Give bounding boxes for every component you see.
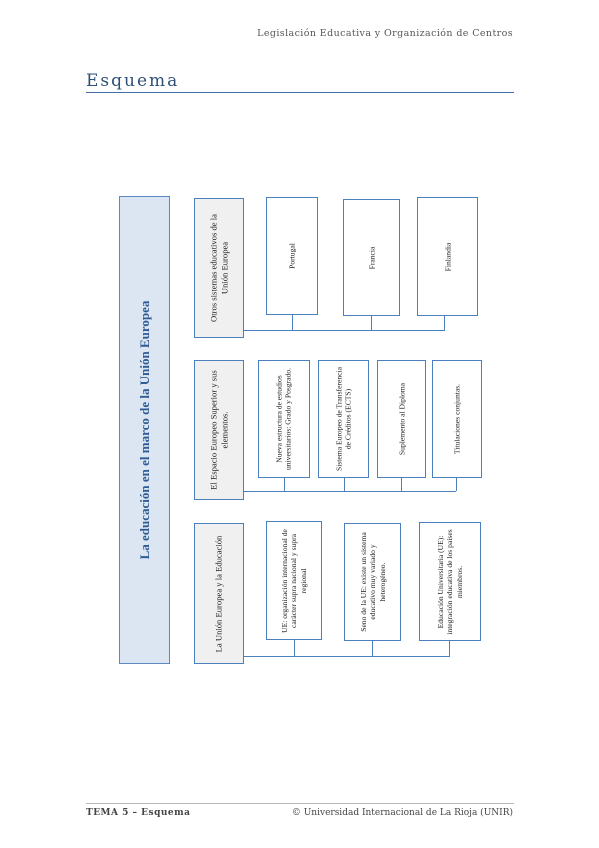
- connector-line: [292, 315, 294, 330]
- title-rule: [86, 92, 514, 93]
- item-portugal: Portugal: [266, 197, 318, 315]
- footer-rule: [86, 803, 514, 804]
- running-header: Legislación Educativa y Organización de …: [257, 28, 513, 39]
- item-text: Francia: [366, 246, 376, 269]
- connector-line: [244, 330, 445, 332]
- item-text: Educación Universitaria (UE): integració…: [435, 528, 464, 635]
- item-nueva-estructura: Nueva estructura de estudios universitar…: [258, 360, 310, 478]
- item-text: Titulaciones conjuntas.: [452, 383, 462, 455]
- connector-line: [294, 640, 296, 656]
- item-text: Sistema Europeo de Transferencia de Créd…: [334, 367, 353, 471]
- connector-line: [344, 478, 346, 491]
- connector-line: [456, 478, 458, 491]
- item-text: Suplemento al Diploma: [396, 382, 406, 456]
- connector-line: [401, 478, 403, 491]
- item-seno-ue: Seno de la UE: existe un sistema educati…: [344, 523, 401, 641]
- connector-line: [444, 316, 446, 330]
- item-text: UE: organización internacional de caráct…: [279, 528, 308, 633]
- section-union-europea: La Unión Europea y la Educación: [194, 523, 244, 664]
- item-text: Seno de la UE: existe un sistema educati…: [358, 532, 387, 632]
- item-suplemento: Suplemento al Diploma: [377, 360, 426, 478]
- item-ects: Sistema Europeo de Transferencia de Créd…: [318, 360, 369, 478]
- footer-topic: TEMA 5 – Esquema: [86, 808, 191, 818]
- item-francia: Francia: [343, 199, 400, 316]
- item-finlandia: Finlandia: [417, 197, 478, 316]
- item-educacion-universitaria: Educación Universitaria (UE): integració…: [419, 522, 481, 641]
- connector-line: [371, 316, 373, 330]
- main-title-box: La educación en el marco de la Unión Eur…: [119, 196, 170, 664]
- connector-line: [449, 641, 451, 656]
- item-text: Finlandia: [442, 242, 452, 271]
- connector-line: [284, 478, 286, 491]
- section-otros-sistemas: Otros sistemas educativos de la Unión Eu…: [194, 198, 244, 338]
- footer-copyright: © Universidad Internacional de La Rioja …: [291, 808, 513, 818]
- item-text: Portugal: [287, 243, 297, 269]
- section-label: La Unión Europea y la Educación: [213, 535, 224, 652]
- section-label: Otros sistemas educativos de la Unión Eu…: [208, 214, 229, 322]
- connector-line: [244, 491, 456, 493]
- item-ue-organizacion: UE: organización internacional de caráct…: [266, 521, 322, 640]
- connector-line: [372, 641, 374, 656]
- connector-line: [244, 656, 450, 658]
- page-title: Esquema: [86, 71, 180, 91]
- item-text: Nueva estructura de estudios universitar…: [274, 367, 293, 471]
- section-label: El Espacio Europeo Superior y sus elemen…: [208, 370, 229, 490]
- section-espacio-europeo: El Espacio Europeo Superior y sus elemen…: [194, 360, 244, 500]
- item-titulaciones: Titulaciones conjuntas.: [432, 360, 482, 478]
- main-title-text: La educación en el marco de la Unión Eur…: [136, 300, 152, 560]
